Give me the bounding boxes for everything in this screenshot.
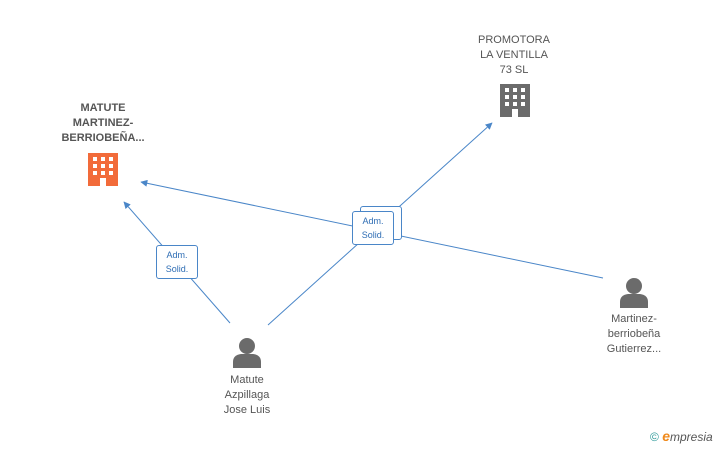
copyright-symbol: © bbox=[650, 430, 659, 444]
company-label-promotora[interactable]: PROMOTORA LA VENTILLA 73 SL bbox=[478, 34, 550, 76]
empresia-watermark: © empresia bbox=[650, 428, 713, 444]
person-label-matute-azpillaga[interactable]: Matute Azpillaga Jose Luis bbox=[223, 374, 271, 416]
building-icon[interactable] bbox=[500, 84, 530, 117]
person-icon[interactable] bbox=[233, 338, 261, 368]
edge-badge-adm-solid[interactable]: Adm. Solid. bbox=[156, 245, 198, 279]
brand-name: mpresia bbox=[669, 430, 713, 444]
brand-logo-e: e bbox=[662, 428, 670, 444]
person-label-martinez-berriobena[interactable]: Martinez- berriobeña Gutierrez... bbox=[606, 313, 662, 355]
person-icon[interactable] bbox=[620, 278, 648, 308]
edge-badge-adm-solid[interactable]: Adm. Solid. bbox=[352, 211, 394, 245]
building-icon[interactable] bbox=[88, 153, 118, 186]
company-label-matute[interactable]: MATUTE MARTINEZ- BERRIOBEÑA... bbox=[61, 102, 145, 144]
